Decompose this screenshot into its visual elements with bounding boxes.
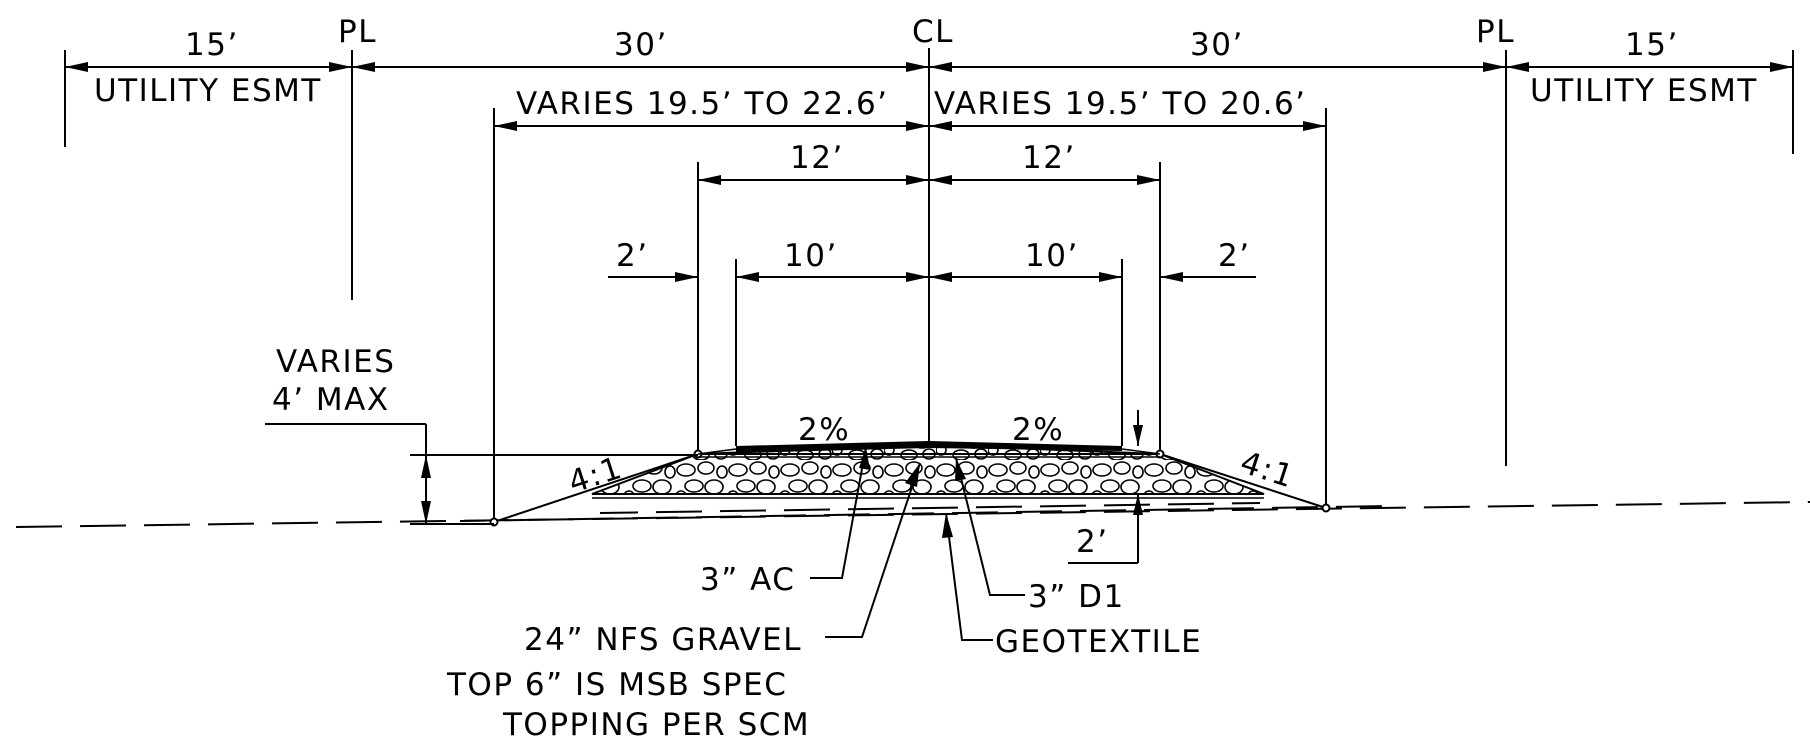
row-left-width-label: 30’ bbox=[614, 27, 668, 63]
gravel-callout-line3: TOPPING PER SCM bbox=[502, 707, 810, 741]
leader-ac bbox=[810, 446, 870, 579]
gravel-callout-line2: TOP 6” IS MSB SPEC bbox=[446, 667, 787, 703]
lane-right-label: 12’ bbox=[1022, 140, 1076, 176]
fill-height-label-line2: 4’ MAX bbox=[272, 382, 390, 418]
depth-dimension-right bbox=[1068, 410, 1143, 564]
depth-right-label: 2’ bbox=[1076, 524, 1109, 560]
lane-left-label: 12’ bbox=[790, 140, 844, 176]
pl-right-label: PL bbox=[1476, 14, 1515, 50]
varies-left-label: VARIES 19.5’ TO 22.6’ bbox=[516, 86, 889, 122]
esmt-left-width-label: 15’ bbox=[185, 27, 239, 63]
surface-layers bbox=[697, 441, 1161, 458]
slope-right-pct-label: 2% bbox=[1012, 412, 1064, 448]
leader-geotextile bbox=[942, 512, 993, 641]
fill-height-label-line1: VARIES bbox=[276, 344, 395, 380]
lane-dimension-line bbox=[697, 162, 1161, 454]
varies-dimension-line bbox=[493, 108, 1327, 522]
esmt-left-name-label: UTILITY ESMT bbox=[94, 73, 322, 109]
slope-left-pct-label: 2% bbox=[798, 412, 850, 448]
shoulder-right-label: 2’ bbox=[1218, 238, 1251, 274]
existing-ground-line bbox=[15, 501, 1810, 528]
esmt-right-width-label: 15’ bbox=[1625, 27, 1679, 63]
esmt-right-name-label: UTILITY ESMT bbox=[1530, 73, 1758, 109]
leader-gravel bbox=[825, 462, 921, 638]
travel-right-label: 10’ bbox=[1025, 238, 1079, 274]
gravel-callout-line1: 24” NFS GRAVEL bbox=[524, 622, 802, 658]
row-right-width-label: 30’ bbox=[1190, 27, 1244, 63]
d1-callout-label: 3” D1 bbox=[1028, 579, 1125, 615]
pl-left-label: PL bbox=[338, 14, 377, 50]
geotextile-callout-label: GEOTEXTILE bbox=[995, 624, 1202, 660]
varies-right-label: VARIES 19.5’ TO 20.6’ bbox=[934, 86, 1307, 122]
travel-left-label: 10’ bbox=[784, 238, 838, 274]
fill-height-dimension bbox=[265, 423, 698, 525]
shoulder-left-label: 2’ bbox=[616, 238, 649, 274]
cl-label: CL bbox=[912, 14, 954, 50]
leader-d1 bbox=[955, 457, 1025, 596]
ac-callout-label: 3” AC bbox=[700, 562, 795, 598]
shoulder-travel-dimension-line bbox=[608, 259, 1256, 446]
